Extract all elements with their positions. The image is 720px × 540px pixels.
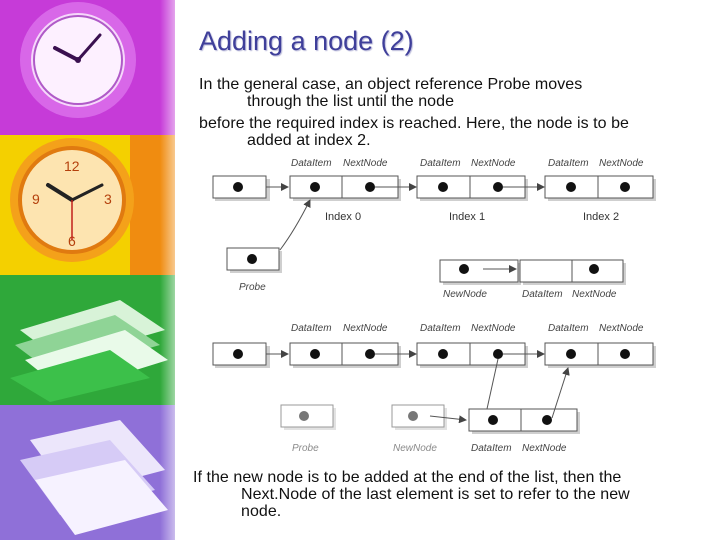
paragraph-index-target: before the required index is reached. He… bbox=[199, 115, 699, 149]
svg-text:6: 6 bbox=[68, 233, 76, 249]
paragraph-line: Next.Node of the last element is set to … bbox=[241, 486, 630, 503]
field-label-data-item: DataItem bbox=[548, 158, 589, 169]
slide-title: Adding a node (2) bbox=[199, 26, 414, 56]
probe-label: Probe bbox=[292, 443, 319, 454]
photo-strip-image: 12 3 6 9 bbox=[0, 0, 175, 540]
inserted-node: DataItem NextNode bbox=[468, 367, 580, 454]
field-label-next-node: NextNode bbox=[343, 323, 388, 334]
node-dot bbox=[233, 182, 243, 192]
field-label-next-node: NextNode bbox=[471, 158, 516, 169]
field-label-data-item: DataItem bbox=[291, 158, 332, 169]
paragraph-line: added at index 2. bbox=[247, 132, 371, 149]
top-list: DataItem NextNode DataItem NextNode Data… bbox=[212, 158, 656, 223]
field-label-next-node: NextNode bbox=[522, 443, 567, 454]
paragraph-probe-intro: In the general case, an object reference… bbox=[199, 76, 699, 110]
paragraph-line: before the required index is reached. He… bbox=[199, 115, 629, 132]
field-label-data-item: DataItem bbox=[548, 323, 589, 334]
svg-text:12: 12 bbox=[64, 158, 80, 174]
index-label: Index 2 bbox=[583, 211, 619, 223]
new-node-label: NewNode bbox=[443, 289, 487, 300]
svg-text:3: 3 bbox=[104, 191, 112, 207]
probe-label: Probe bbox=[239, 282, 266, 293]
field-label-data-item: DataItem bbox=[522, 289, 563, 300]
paragraph-line: node. bbox=[241, 503, 282, 520]
new-node-bottom: NewNode bbox=[391, 404, 467, 454]
field-label-next-node: NextNode bbox=[572, 289, 617, 300]
probe-bottom: Probe bbox=[280, 404, 336, 454]
bottom-list: DataItem NextNode DataItem NextNode Data… bbox=[212, 323, 656, 419]
field-label-data-item: DataItem bbox=[420, 323, 461, 334]
field-label-data-item: DataItem bbox=[420, 158, 461, 169]
field-label-next-node: NextNode bbox=[471, 323, 516, 334]
field-label-data-item: DataItem bbox=[471, 443, 512, 454]
index-label: Index 0 bbox=[325, 211, 361, 223]
probe-top: Probe bbox=[226, 199, 311, 293]
strip-fade bbox=[160, 0, 200, 540]
field-label-next-node: NextNode bbox=[343, 158, 388, 169]
paragraph-line: In the general case, an object reference… bbox=[199, 76, 583, 93]
svg-text:9: 9 bbox=[32, 191, 40, 207]
decorative-photo-strip: 12 3 6 9 bbox=[0, 0, 175, 540]
field-label-next-node: NextNode bbox=[599, 158, 644, 169]
paragraph-append-case: If the new node is to be added at the en… bbox=[193, 469, 713, 520]
linked-list-diagram: DataItem NextNode DataItem NextNode Data… bbox=[212, 158, 656, 454]
index-label: Index 1 bbox=[449, 211, 485, 223]
field-label-next-node: NextNode bbox=[599, 323, 644, 334]
new-node-label: NewNode bbox=[393, 443, 437, 454]
paragraph-line: If the new node is to be added at the en… bbox=[193, 469, 622, 486]
field-label-data-item: DataItem bbox=[291, 323, 332, 334]
paragraph-line: through the list until the node bbox=[247, 93, 455, 110]
new-node-top: NewNode DataItem NextNode bbox=[439, 259, 626, 300]
